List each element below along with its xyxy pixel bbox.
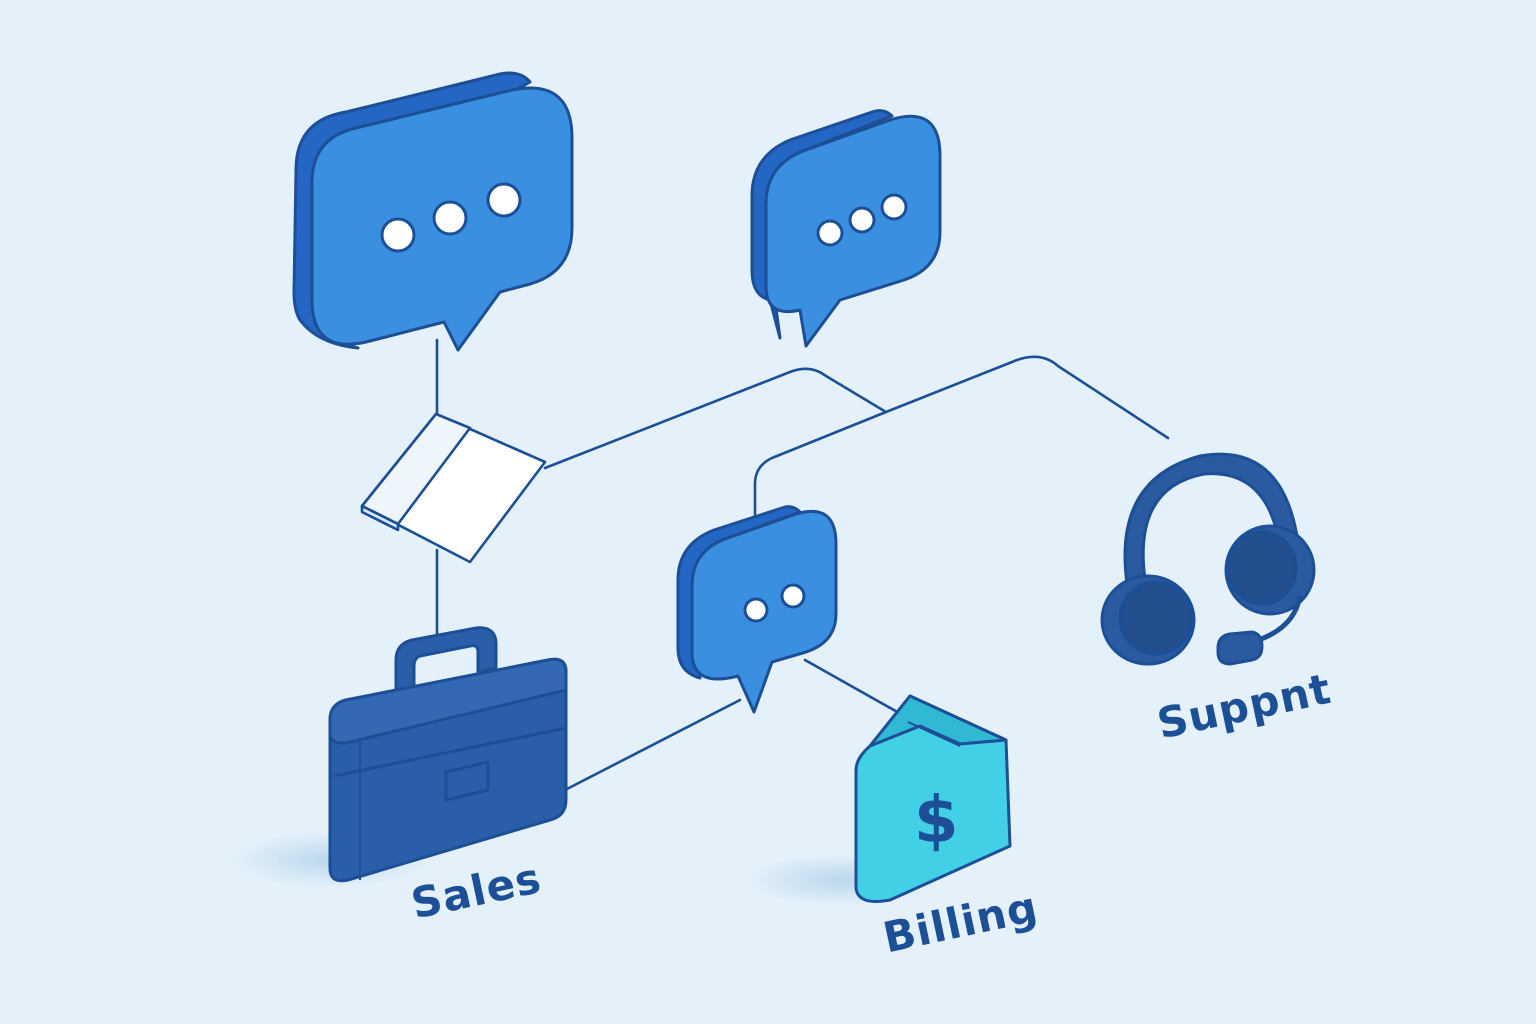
edge-small-to-billing bbox=[803, 658, 910, 720]
chat-large-icon bbox=[292, 71, 574, 352]
billing-tag-icon: $ bbox=[854, 694, 1012, 903]
edge-sales-to-small bbox=[563, 698, 742, 792]
briefcase-icon bbox=[328, 626, 568, 883]
headset-icon bbox=[1100, 452, 1316, 666]
edge-medium-to-small bbox=[753, 410, 888, 530]
chat-small-icon bbox=[676, 505, 838, 714]
billing-dollar-glyph: $ bbox=[914, 784, 959, 858]
router-card-icon bbox=[360, 412, 547, 564]
chat-medium-icon bbox=[750, 109, 942, 348]
edge-card-to-support bbox=[543, 355, 1170, 470]
